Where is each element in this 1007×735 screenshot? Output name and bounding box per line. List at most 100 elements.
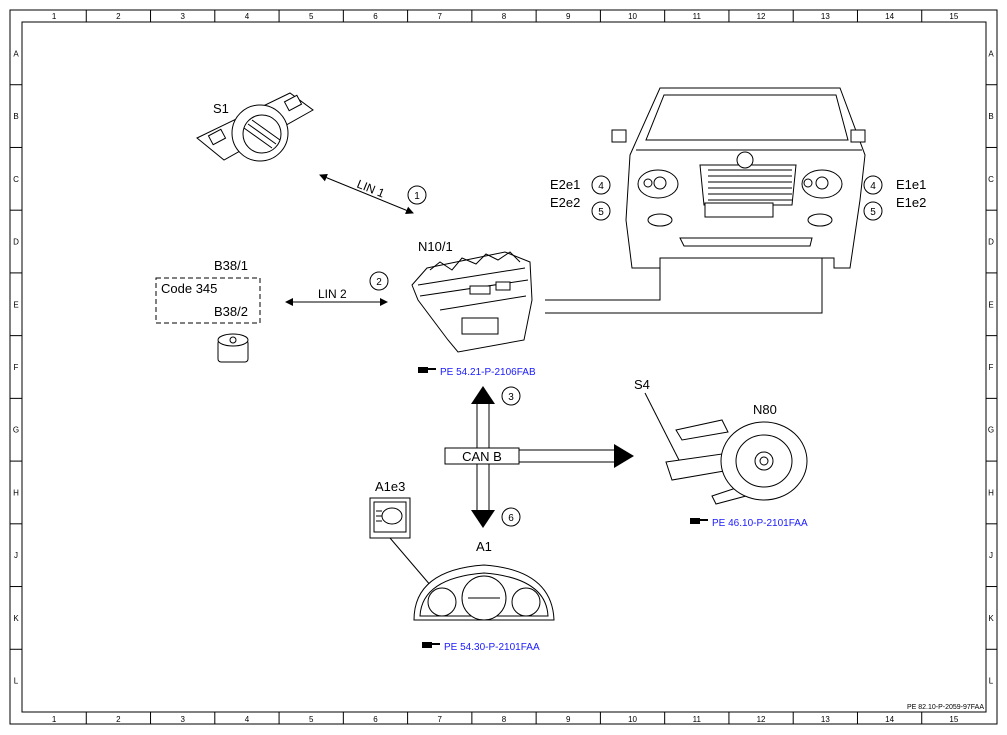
grid-row-label: C bbox=[988, 175, 994, 184]
document-id: PE 82.10-P-2059-97FAA bbox=[907, 704, 984, 711]
code-345-box bbox=[155, 277, 261, 324]
grid-column-label: 3 bbox=[180, 715, 185, 724]
can-b-arrow-down bbox=[471, 510, 495, 528]
lin1-connection bbox=[319, 173, 414, 215]
outer-frame bbox=[9, 9, 998, 725]
callout-3: 3 bbox=[508, 392, 514, 403]
grid-row-label: K bbox=[13, 614, 19, 623]
sam-control-unit-n10-1 bbox=[411, 251, 533, 353]
callout-circle-3 bbox=[501, 386, 521, 406]
label-n80: N80 bbox=[753, 402, 777, 417]
callout-4a: 4 bbox=[598, 181, 604, 192]
label-e1e2: E1e2 bbox=[896, 195, 926, 210]
grid-row-label: A bbox=[13, 49, 19, 58]
grid-row-label: B bbox=[13, 112, 18, 121]
reference-a1[interactable]: PE 54.30-P-2101FAA bbox=[444, 642, 540, 653]
leader-s4 bbox=[644, 392, 683, 467]
grid-row-label: F bbox=[14, 363, 19, 372]
grid-column-label: 4 bbox=[245, 715, 250, 724]
grid-row-label: L bbox=[14, 677, 19, 686]
grid-column-label: 5 bbox=[309, 12, 314, 21]
reference-n10-1[interactable]: PE 54.21-P-2106FAB bbox=[440, 367, 536, 378]
grid-column-label: 12 bbox=[757, 12, 766, 21]
grid-column-label: 15 bbox=[949, 715, 958, 724]
grid-column-label: 1 bbox=[52, 715, 57, 724]
grid-column-label: 2 bbox=[116, 715, 121, 724]
grid-column-label: 8 bbox=[502, 715, 507, 724]
grid-row-label: K bbox=[988, 614, 994, 623]
grid-column-label: 4 bbox=[245, 12, 250, 21]
callout-circle-6 bbox=[501, 507, 521, 527]
callout-circle-4b bbox=[863, 175, 883, 195]
callout-circle-1 bbox=[407, 185, 427, 205]
grid-column-label: 12 bbox=[757, 715, 766, 724]
pointing-hand-icon bbox=[422, 642, 440, 648]
grid-column-label: 7 bbox=[438, 12, 443, 21]
rain-light-sensor-b38 bbox=[217, 333, 249, 363]
grid-column-label: 6 bbox=[373, 715, 378, 724]
can-b-arrow-right bbox=[614, 444, 634, 468]
label-e2e2: E2e2 bbox=[550, 195, 580, 210]
pointing-hand-icon bbox=[690, 518, 708, 524]
grid-column-label: 3 bbox=[180, 12, 185, 21]
grid-column-label: 2 bbox=[116, 12, 121, 21]
instrument-cluster-a1 bbox=[413, 564, 555, 621]
grid-row-label: D bbox=[988, 238, 994, 247]
label-code-345: Code 345 bbox=[161, 281, 217, 296]
grid-row-label: G bbox=[988, 426, 994, 435]
grid-column-label: 11 bbox=[693, 715, 702, 724]
can-b-arrow-up bbox=[471, 386, 495, 404]
label-e2e1: E2e1 bbox=[550, 177, 580, 192]
grid-row-label: E bbox=[988, 300, 993, 309]
grid-column-label: 10 bbox=[628, 12, 637, 21]
grid-column-label: 8 bbox=[502, 12, 507, 21]
grid-column-label: 9 bbox=[566, 12, 571, 21]
label-lin1: LIN 1 bbox=[355, 177, 387, 201]
grid-column-label: 14 bbox=[885, 12, 894, 21]
grid-row-label: A bbox=[988, 49, 994, 58]
grid-column-label: 13 bbox=[821, 715, 830, 724]
pointing-hand-icon bbox=[418, 367, 436, 373]
inner-frame bbox=[21, 21, 987, 713]
grid-row-label: B bbox=[988, 112, 993, 121]
grid-column-label: 6 bbox=[373, 12, 378, 21]
grid-column-label: 13 bbox=[821, 12, 830, 21]
label-s4: S4 bbox=[634, 377, 650, 392]
callout-circle-5b bbox=[863, 201, 883, 221]
grid-row-label: H bbox=[13, 488, 19, 497]
grid-column-label: 9 bbox=[566, 715, 571, 724]
grid-column-label: 1 bbox=[52, 12, 57, 21]
callout-5b: 5 bbox=[870, 207, 876, 218]
grid-row-label: L bbox=[989, 677, 994, 686]
label-lin2: LIN 2 bbox=[318, 287, 347, 301]
grid-row-label: C bbox=[13, 175, 19, 184]
label-e1e1: E1e1 bbox=[896, 177, 926, 192]
grid-row-label: D bbox=[13, 238, 19, 247]
light-switch-s1 bbox=[196, 92, 314, 162]
label-b38-1: B38/1 bbox=[214, 258, 248, 273]
grid-column-label: 14 bbox=[885, 715, 894, 724]
callout-circle-2 bbox=[369, 271, 389, 291]
grid-row-label: F bbox=[989, 363, 994, 372]
grid-column-label: 15 bbox=[949, 12, 958, 21]
reference-n80[interactable]: PE 46.10-P-2101FAA bbox=[712, 518, 808, 529]
label-a1: A1 bbox=[476, 539, 492, 554]
callout-circle-4a bbox=[591, 175, 611, 195]
steering-column-module-n80 bbox=[665, 419, 808, 505]
callout-6: 6 bbox=[508, 513, 514, 524]
label-a1e3: A1e3 bbox=[375, 479, 405, 494]
label-can-b: CAN B bbox=[462, 449, 502, 464]
callout-1: 1 bbox=[414, 191, 420, 202]
callout-2: 2 bbox=[376, 277, 382, 288]
grid-row-label: E bbox=[13, 300, 18, 309]
headlamp-indicator-a1e3 bbox=[369, 497, 411, 539]
callout-circle-5a bbox=[591, 201, 611, 221]
callout-4b: 4 bbox=[870, 181, 876, 192]
label-s1: S1 bbox=[213, 101, 229, 116]
grid-column-label: 5 bbox=[309, 715, 314, 724]
